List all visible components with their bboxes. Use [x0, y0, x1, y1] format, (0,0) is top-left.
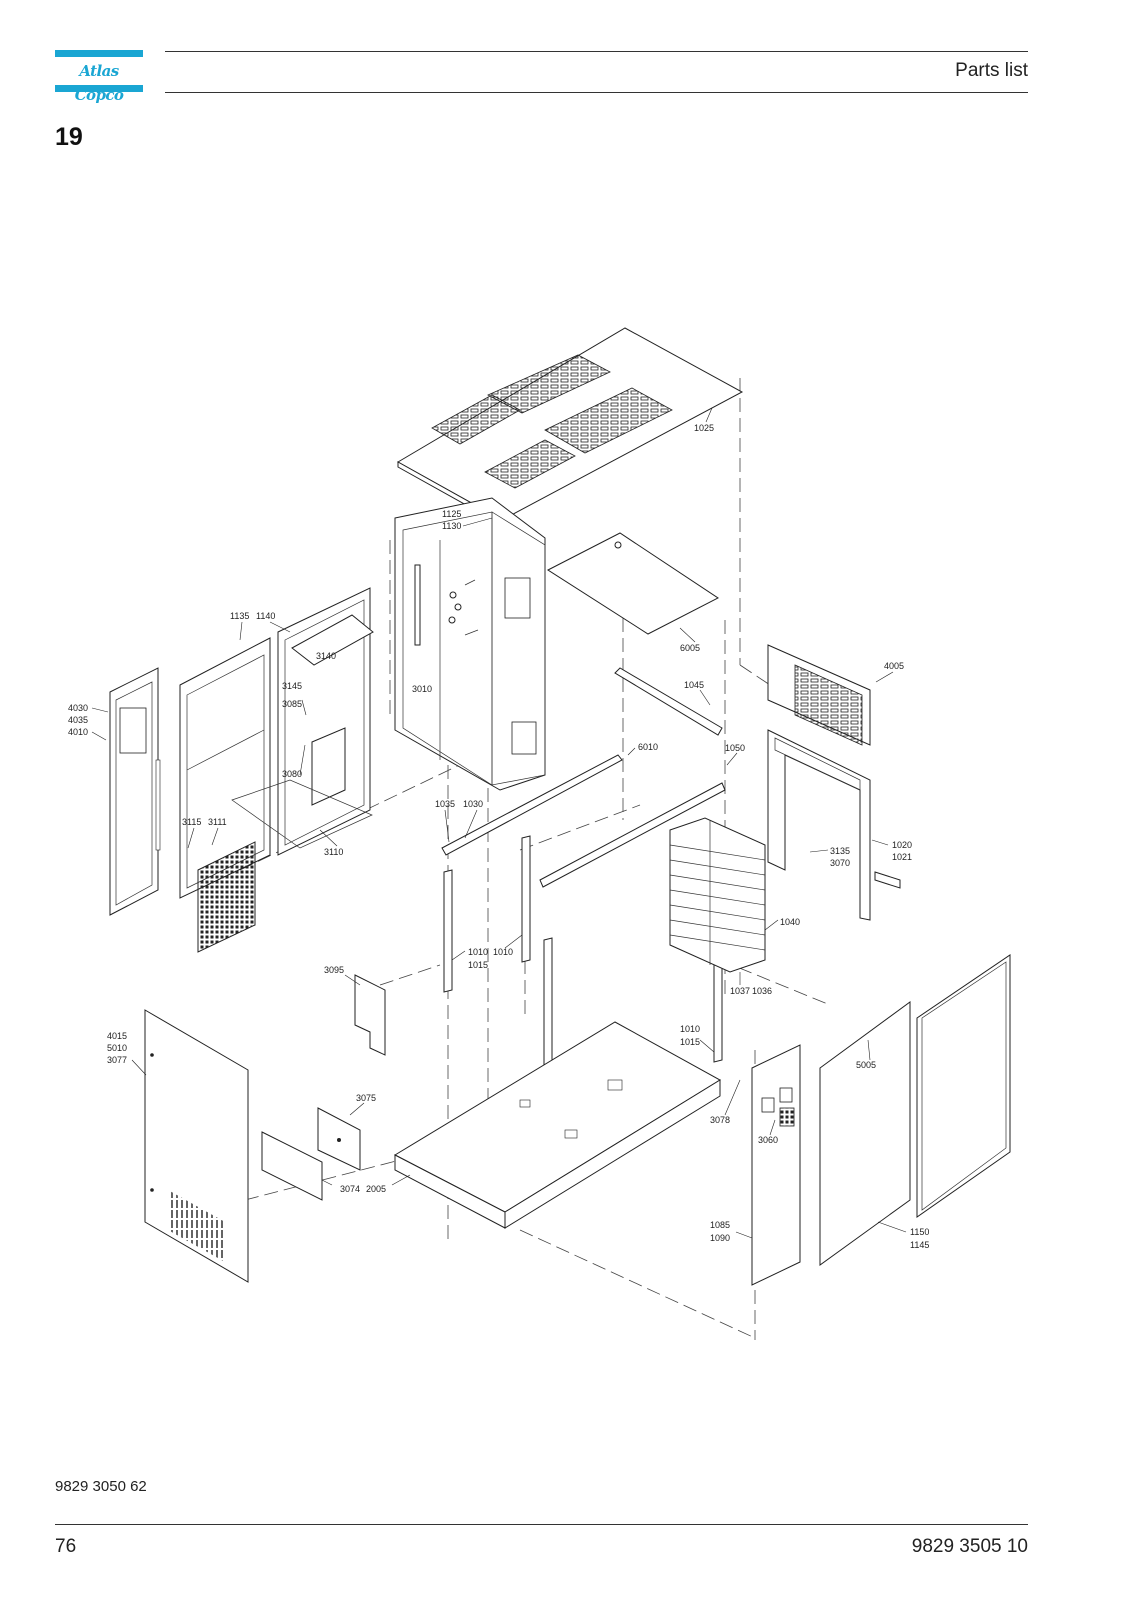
part-label: 1020 [892, 840, 912, 850]
part-label: 1015 [468, 960, 488, 970]
part-label: 1135 [230, 611, 249, 621]
covers-3074-3075 [261, 1107, 361, 1201]
part-label: 3075 [356, 1093, 376, 1103]
header-rule-bottom [165, 92, 1028, 93]
part-label: 3095 [324, 965, 344, 975]
logo-bar-bottom [55, 85, 143, 92]
document-number: 9829 3050 62 [55, 1478, 147, 1495]
part-label: 3111 [208, 817, 227, 827]
atlas-copco-logo: Atlas Copco [55, 50, 143, 104]
part-label: 1090 [710, 1233, 730, 1243]
part-label: 6010 [638, 742, 658, 752]
part-label: 5005 [856, 1060, 876, 1070]
part-label: 3078 [710, 1115, 730, 1125]
part-label: 1021 [892, 852, 912, 862]
part-label: 1030 [463, 799, 483, 809]
part-label: 1015 [680, 1037, 700, 1047]
part-number-labels: 1025 1125 1130 6005 1135 1140 3140 3145 … [68, 423, 929, 1250]
top-roof-panel [396, 327, 744, 526]
part-label: 3074 [340, 1184, 360, 1194]
bracket-3095 [354, 974, 386, 1056]
left-inner-panels [179, 587, 374, 953]
part-label: 1145 [910, 1240, 929, 1250]
section-number: 19 [55, 123, 83, 151]
part-label: 3085 [282, 699, 302, 709]
page-title: Parts list [955, 60, 1028, 81]
part-label: 4005 [884, 661, 904, 671]
part-label: 3077 [107, 1055, 127, 1065]
left-side-door [109, 667, 161, 916]
part-label: 1025 [694, 423, 714, 433]
part-label: 4030 [68, 703, 88, 713]
part-label: 4035 [68, 715, 88, 725]
uprights [443, 835, 723, 1069]
part-label: 6005 [680, 643, 700, 653]
part-label: 1050 [725, 743, 745, 753]
part-label: 1036 [752, 986, 772, 996]
plate-6005 [546, 532, 719, 635]
rails [441, 667, 726, 888]
part-label: 3080 [282, 769, 302, 779]
logo-bar-top [55, 50, 143, 57]
part-label: 3135 [830, 846, 850, 856]
part-label: 1035 [435, 799, 455, 809]
part-label: 1045 [684, 680, 704, 690]
right-front-doors [751, 954, 1011, 1286]
part-label: 5010 [107, 1043, 127, 1053]
part-label: 1125 [442, 509, 461, 519]
part-label: 1150 [910, 1227, 929, 1237]
manual-number: 9829 3505 10 [911, 1536, 1028, 1557]
part-label: 1140 [256, 611, 275, 621]
part-label: 3115 [182, 817, 201, 827]
part-label: 1040 [780, 917, 800, 927]
part-label: 3110 [324, 847, 343, 857]
base-plate [393, 1021, 721, 1229]
footer-rule [55, 1524, 1028, 1525]
main-frame-cabinet [394, 497, 546, 791]
part-label: 3140 [316, 651, 336, 661]
part-label: 3145 [282, 681, 302, 691]
front-left-door [144, 1009, 249, 1283]
part-label: 3070 [830, 858, 850, 868]
part-label: 1010 [493, 947, 513, 957]
part-label: 1085 [710, 1220, 730, 1230]
part-label: 3010 [412, 684, 432, 694]
right-back-frame [767, 644, 901, 921]
part-label: 1037 [730, 986, 750, 996]
page-number: 76 [55, 1536, 77, 1557]
part-label: 1010 [468, 947, 488, 957]
part-label: 1130 [442, 521, 461, 531]
part-label: 3060 [758, 1135, 778, 1145]
module-stack [669, 817, 766, 973]
part-label: 1010 [680, 1024, 700, 1034]
part-label: 4015 [107, 1031, 127, 1041]
part-label: 2005 [366, 1184, 386, 1194]
header-rule-top [165, 51, 1028, 52]
leader-lines [91, 407, 907, 1239]
part-label: 4010 [68, 727, 88, 737]
